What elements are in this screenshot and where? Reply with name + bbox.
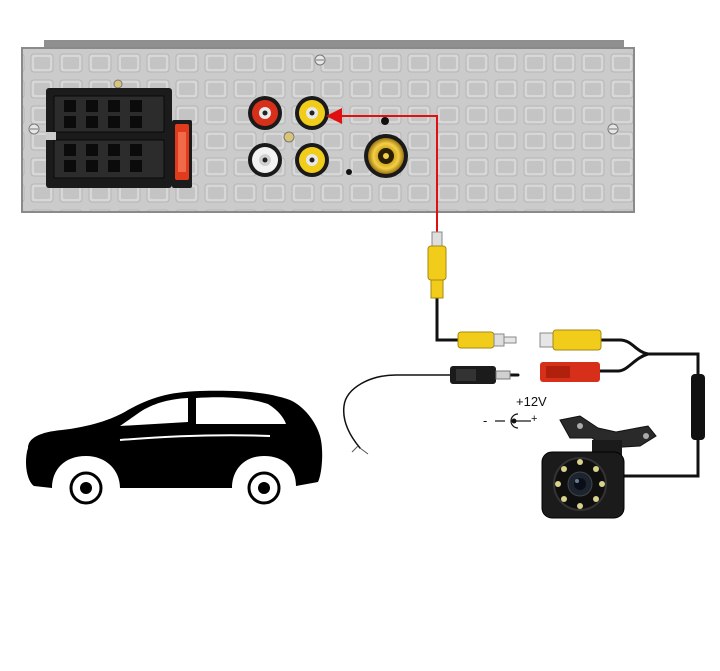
screw-icon	[113, 79, 123, 89]
backup-camera-icon	[541, 415, 657, 519]
car-silhouette-icon	[26, 390, 323, 510]
antenna-jack-icon	[364, 134, 408, 178]
rca-jack-white-icon	[248, 143, 282, 177]
rca-jack-red-icon	[248, 96, 282, 130]
rca-jack-yellow-icon	[295, 143, 329, 177]
screw-icon	[283, 131, 295, 143]
rca-plug-icon	[427, 231, 447, 299]
screw-icon	[607, 123, 619, 135]
polarity-symbol-icon	[495, 413, 531, 429]
rca-plug-icon	[457, 331, 517, 349]
polarity-minus-label: -	[483, 413, 488, 428]
cable-junction-icon	[691, 374, 705, 440]
video-cable	[342, 294, 700, 478]
polarity-plus-label: +	[531, 413, 538, 425]
hole-icon	[381, 117, 389, 125]
screw-icon	[28, 123, 40, 135]
wire-ends-icon	[351, 445, 369, 455]
iso-harness-connector-icon	[46, 88, 172, 188]
dc-power-plug-icon	[450, 366, 511, 384]
signal-arrow-icon	[326, 108, 438, 232]
dc-power-socket-icon	[540, 362, 600, 382]
fuse-icon	[172, 120, 192, 188]
rca-socket-icon	[539, 329, 602, 351]
screw-icon	[314, 54, 326, 66]
hole-icon	[346, 169, 352, 175]
rca-jack-yellow-video-icon	[295, 96, 329, 130]
power-voltage-label: +12V	[516, 394, 547, 409]
